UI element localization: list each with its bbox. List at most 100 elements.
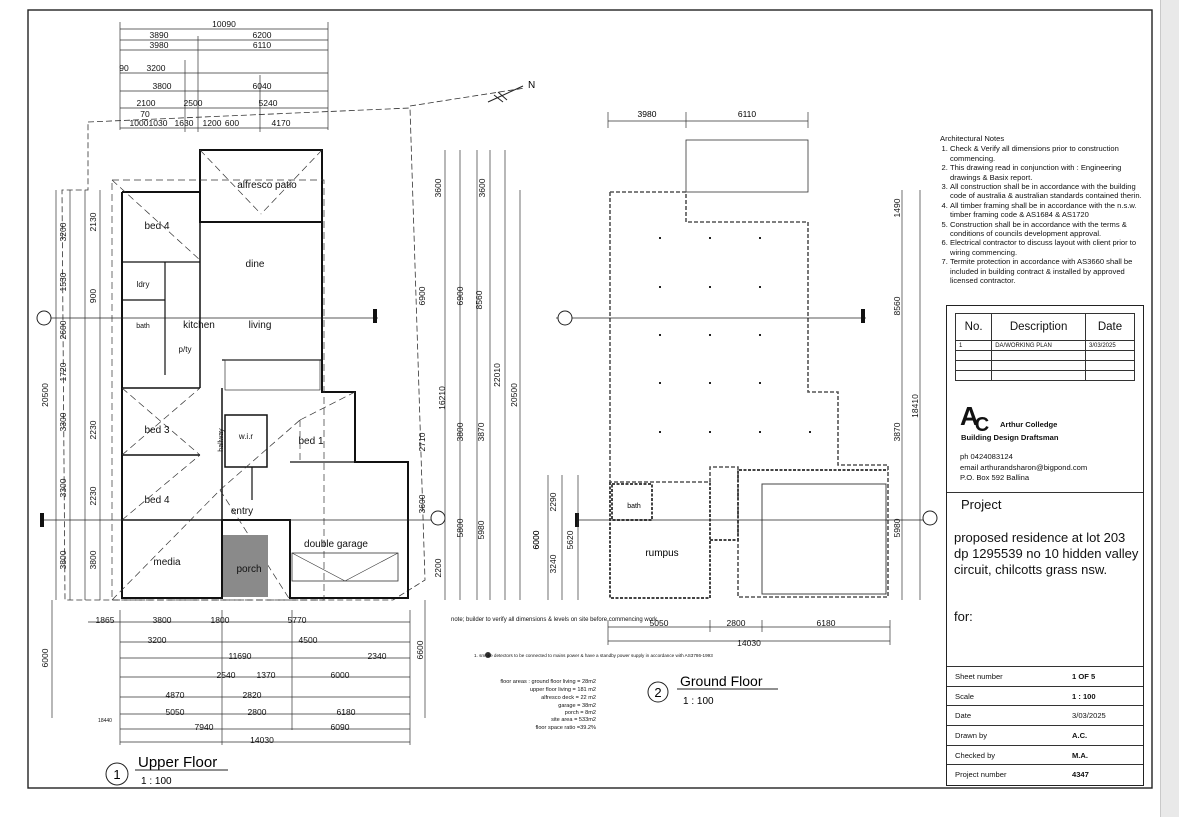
info-value: 1 : 100: [1071, 685, 1143, 706]
upper-top-dimension-lines: [119, 22, 329, 132]
section-marker-icon: [430, 510, 446, 526]
dim-text: 18410: [910, 394, 920, 418]
dim-text: 3200: [148, 635, 167, 645]
dim-text: 5050: [166, 707, 185, 717]
dim-text: 6090: [331, 722, 350, 732]
view-number-circle: [105, 762, 129, 786]
room-label: w.i.r: [238, 432, 254, 441]
dim-text: 2800: [248, 707, 267, 717]
room-label: rumpus: [645, 548, 678, 559]
firm-name: Arthur Colledge: [1000, 420, 1058, 429]
room-label: living: [249, 320, 272, 331]
dim-text: 1800: [211, 615, 230, 625]
porch-floor: [223, 535, 268, 597]
dim-text: 3800: [455, 422, 465, 441]
info-value: A.C.: [1071, 725, 1143, 746]
firm-po-box: P.O. Box 592 Ballina: [960, 473, 1030, 482]
dim-text: 20500: [40, 383, 50, 407]
dim-text: 20500: [509, 383, 519, 407]
dim-text: 5800: [455, 518, 465, 537]
dim-text: 2130: [88, 212, 98, 231]
info-label: Sheet number: [947, 666, 1072, 687]
dim-text: 1370: [257, 670, 276, 680]
dim-text: 6000: [331, 670, 350, 680]
site-boundary: [61, 107, 426, 601]
dim-text: 3300: [58, 412, 68, 431]
revision-header-description: Description: [991, 313, 1086, 341]
dim-text: 4870: [166, 690, 185, 700]
dim-text: 3980: [150, 40, 169, 50]
firm-logo: AC: [960, 401, 993, 436]
info-value: 4347: [1071, 764, 1143, 785]
dim-text: 5240: [259, 98, 278, 108]
room-label: kitchen: [183, 320, 215, 331]
dim-text: 70: [140, 109, 150, 119]
section-marker-icon: [36, 310, 52, 326]
center-notes: note; builder to verify all dimensions &…: [451, 617, 713, 731]
boundary-line: [409, 87, 526, 107]
dim-text: 2290: [548, 492, 558, 511]
garage-door-line: [291, 552, 346, 582]
section-end-marker: [373, 309, 377, 323]
dim-text: 3800: [153, 81, 172, 91]
firm-email: email arthurandsharon@bigpond.com: [960, 462, 1088, 472]
room-label: bed 3: [144, 425, 169, 436]
revision-cell: 1: [954, 340, 993, 351]
revision-cell: DA/WORKING PLAN: [991, 340, 1086, 351]
ground-floor-footprint: [609, 191, 889, 598]
dim-text: 6000: [531, 530, 541, 549]
north-label: N: [528, 80, 535, 91]
dim-text: 5980: [892, 518, 902, 537]
revision-header-no: No.: [954, 313, 993, 341]
garage-door-line: [344, 552, 399, 582]
dim-text: 2230: [88, 420, 98, 439]
ground-top-dimension-lines: [607, 112, 809, 128]
area-line: alfresco deck = 22 m2: [541, 695, 596, 701]
room-label: porch: [236, 564, 261, 575]
dim-text: 1000: [130, 118, 149, 128]
ground-side-dimension-lines: [547, 190, 921, 645]
dim-text: 1490: [892, 198, 902, 217]
dim-text: 5050: [650, 618, 669, 628]
info-label: Checked by: [947, 744, 1072, 765]
project-for: for:: [954, 609, 973, 624]
dim-text: 6110: [253, 40, 272, 50]
dim-text: 1720: [58, 362, 68, 381]
ground-floor-plan: 3980 6110 rumpus bath: [531, 109, 938, 707]
dim-text: 3980: [638, 109, 657, 119]
note-item: All timber framing shall be in accordanc…: [950, 201, 1145, 220]
info-value: M.A.: [1071, 744, 1143, 765]
dim-text: 5770: [288, 615, 307, 625]
dim-text: 22010: [492, 363, 502, 387]
revision-cell: 3/03/2025: [1085, 340, 1135, 351]
dim-text: 2600: [58, 320, 68, 339]
logo-letter-c: C: [974, 414, 990, 436]
note-item: This drawing read in conjunction with : …: [950, 163, 1145, 182]
dim-text: 1030: [149, 118, 168, 128]
area-line: porch = 8m2: [565, 710, 596, 716]
dim-text: 6200: [253, 30, 272, 40]
dim-text: 4170: [272, 118, 291, 128]
dim-text: 6000: [531, 530, 541, 549]
room-label: dine: [246, 259, 265, 270]
dim-text: 7940: [195, 722, 214, 732]
section-marker-icon: [922, 510, 938, 526]
ground-walls: [609, 469, 888, 599]
firm-phone: ph 0424083124: [960, 452, 1013, 461]
dim-text: 6900: [455, 286, 465, 305]
note-item: All construction shall be in accordance …: [950, 182, 1145, 201]
dim-text: 18440: [98, 718, 112, 724]
room-label: hallway: [218, 428, 225, 452]
dim-text: 6000: [40, 648, 50, 667]
builder-note: note; builder to verify all dimensions &…: [451, 617, 659, 623]
room-label: bed 1: [298, 436, 323, 447]
upper-right-dimension-lines: [424, 150, 521, 718]
area-line: floor areas : ground floor living = 28m2: [500, 679, 596, 685]
piers: [659, 237, 811, 433]
table-row: 1 DA/WORKING PLAN 3/03/2025: [954, 340, 1135, 351]
dim-text: 90: [119, 63, 129, 73]
project-heading: Project: [947, 492, 1143, 512]
area-line: floor space ratio =39.2%: [536, 725, 597, 731]
